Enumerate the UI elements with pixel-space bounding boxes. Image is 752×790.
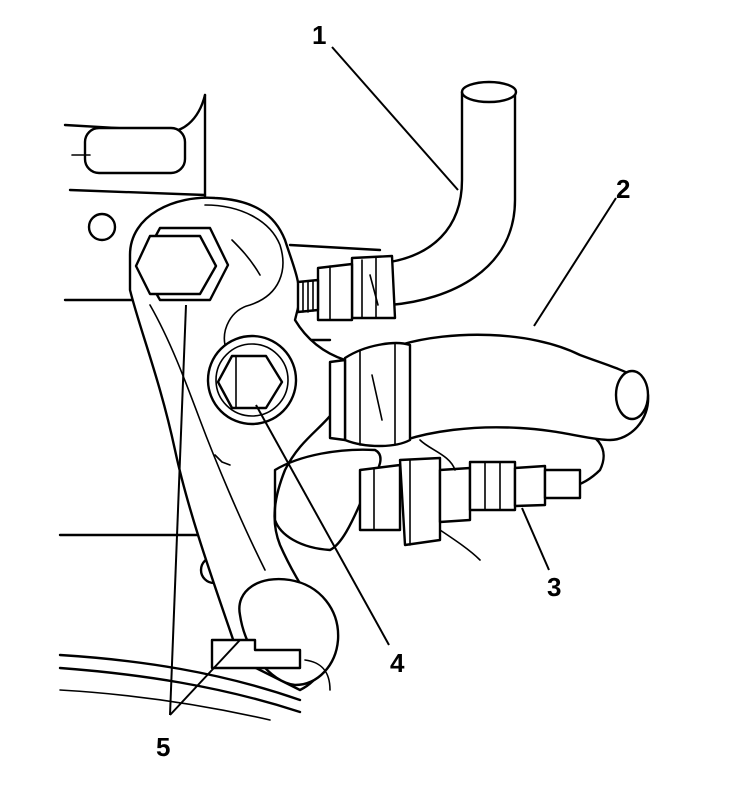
callout-2: 2 <box>616 174 631 204</box>
bolt-upper-left <box>134 226 230 302</box>
leader-2 <box>533 197 617 327</box>
callout-1: 1 <box>312 20 327 50</box>
leader-1 <box>331 46 459 191</box>
bolt-middle <box>206 334 298 426</box>
leader-lines <box>169 46 617 716</box>
leader-4 <box>255 404 390 646</box>
hose-lower <box>328 333 650 448</box>
sensor-fitting <box>358 439 582 561</box>
callout-5: 5 <box>156 732 171 762</box>
callout-4: 4 <box>390 648 405 678</box>
leader-3 <box>521 507 550 571</box>
bracket <box>128 196 382 692</box>
leader-5a <box>169 304 187 716</box>
callout-3: 3 <box>547 572 562 602</box>
leader-5b <box>169 639 241 716</box>
hose-upper <box>296 80 518 322</box>
